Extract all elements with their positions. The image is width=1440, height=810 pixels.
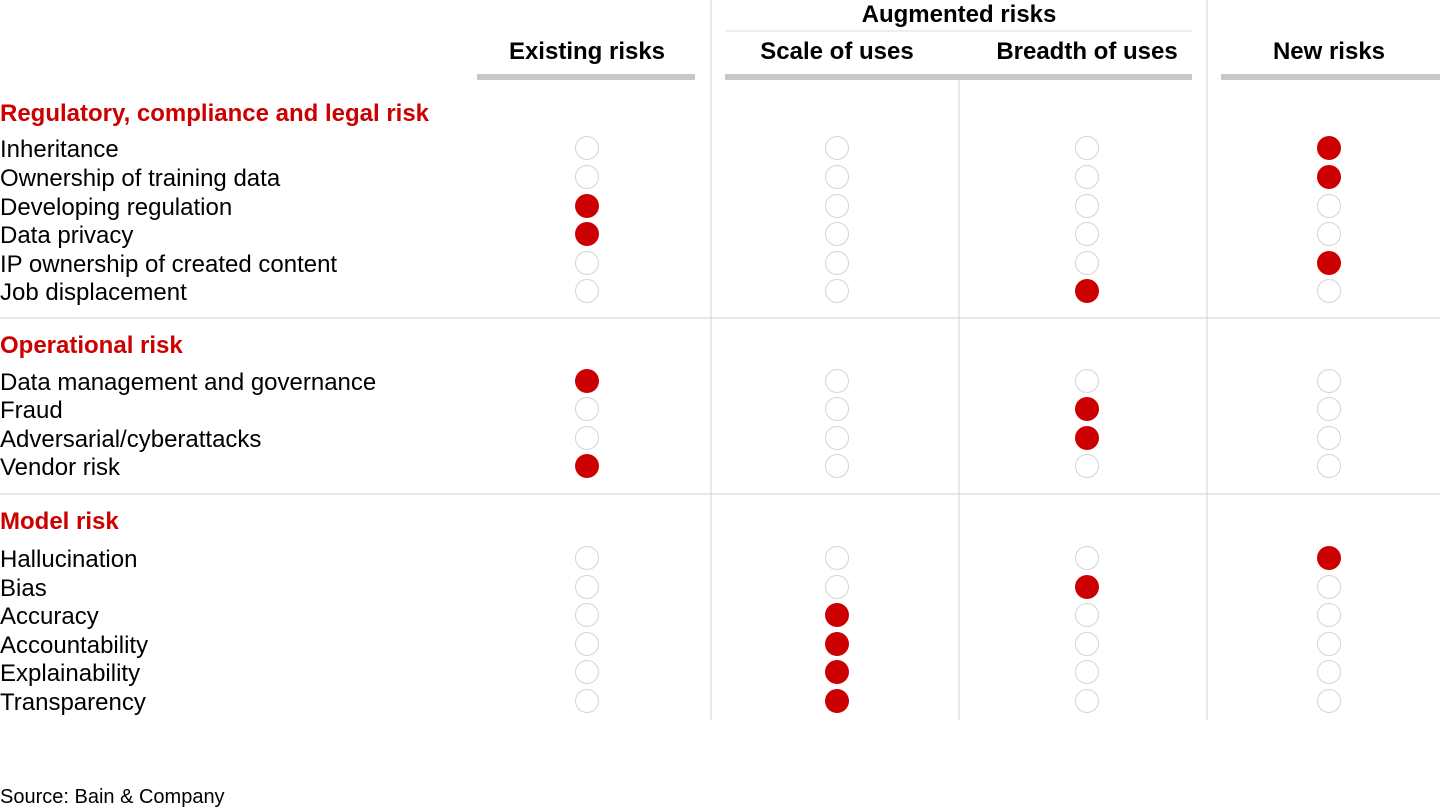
empty-dot <box>1075 632 1099 656</box>
group-header: Augmented risks <box>862 1 1057 28</box>
row-label: Adversarial/cyberattacks <box>0 426 261 453</box>
filled-dot <box>575 222 599 246</box>
empty-dot <box>1317 689 1341 713</box>
column-header-rule <box>959 74 1192 80</box>
empty-dot <box>825 165 849 189</box>
empty-dot <box>575 603 599 627</box>
empty-dot <box>825 251 849 275</box>
filled-dot <box>1075 426 1099 450</box>
empty-dot <box>825 454 849 478</box>
filled-dot <box>825 660 849 684</box>
empty-dot <box>1075 369 1099 393</box>
column-header: Existing risks <box>509 38 665 65</box>
empty-dot <box>575 251 599 275</box>
empty-dot <box>825 279 849 303</box>
empty-dot <box>1075 194 1099 218</box>
column-header-rule <box>725 74 959 80</box>
filled-dot <box>825 603 849 627</box>
empty-dot <box>1317 222 1341 246</box>
empty-dot <box>575 165 599 189</box>
empty-dot <box>825 194 849 218</box>
empty-dot <box>575 660 599 684</box>
empty-dot <box>575 136 599 160</box>
filled-dot <box>825 689 849 713</box>
empty-dot <box>1317 369 1341 393</box>
empty-dot <box>1075 689 1099 713</box>
filled-dot <box>825 632 849 656</box>
empty-dot <box>1075 454 1099 478</box>
filled-dot <box>1075 575 1099 599</box>
section-title: Operational risk <box>0 332 183 359</box>
filled-dot <box>575 454 599 478</box>
filled-dot <box>575 194 599 218</box>
filled-dot <box>1317 546 1341 570</box>
row-label: Accuracy <box>0 603 99 630</box>
source-note: Source: Bain & Company <box>0 786 225 808</box>
empty-dot <box>1317 397 1341 421</box>
empty-dot <box>825 546 849 570</box>
empty-dot <box>1317 603 1341 627</box>
row-label: IP ownership of created content <box>0 251 337 278</box>
empty-dot <box>1317 575 1341 599</box>
filled-dot <box>1075 279 1099 303</box>
column-header: Scale of uses <box>760 38 913 65</box>
empty-dot <box>575 632 599 656</box>
column-header: Breadth of uses <box>996 38 1177 65</box>
row-label: Ownership of training data <box>0 165 281 192</box>
row-label: Data management and governance <box>0 369 376 396</box>
row-label: Hallucination <box>0 546 137 573</box>
section-title: Regulatory, compliance and legal risk <box>0 100 430 127</box>
empty-dot <box>1075 165 1099 189</box>
empty-dot <box>1075 136 1099 160</box>
empty-dot <box>575 426 599 450</box>
empty-dot <box>825 136 849 160</box>
filled-dot <box>1317 136 1341 160</box>
empty-dot <box>575 575 599 599</box>
filled-dot <box>1317 251 1341 275</box>
row-label: Vendor risk <box>0 454 121 481</box>
row-label: Data privacy <box>0 222 133 249</box>
empty-dot <box>825 575 849 599</box>
empty-dot <box>575 279 599 303</box>
filled-dot <box>1075 397 1099 421</box>
filled-dot <box>575 369 599 393</box>
empty-dot <box>1075 546 1099 570</box>
empty-dot <box>1317 194 1341 218</box>
empty-dot <box>1317 279 1341 303</box>
section-title: Model risk <box>0 508 119 535</box>
row-label: Developing regulation <box>0 194 232 221</box>
empty-dot <box>1075 251 1099 275</box>
row-label: Transparency <box>0 689 146 716</box>
row-label: Fraud <box>0 397 63 424</box>
empty-dot <box>825 369 849 393</box>
row-label: Bias <box>0 575 47 602</box>
filled-dot <box>1317 165 1341 189</box>
row-label: Inheritance <box>0 136 119 163</box>
empty-dot <box>575 397 599 421</box>
column-header-rule <box>477 74 695 80</box>
empty-dot <box>825 426 849 450</box>
empty-dot <box>1317 426 1341 450</box>
empty-dot <box>1317 632 1341 656</box>
empty-dot <box>1317 454 1341 478</box>
row-label: Job displacement <box>0 279 187 306</box>
column-header: New risks <box>1273 38 1385 65</box>
empty-dot <box>825 397 849 421</box>
row-label: Accountability <box>0 632 148 659</box>
empty-dot <box>1075 660 1099 684</box>
empty-dot <box>825 222 849 246</box>
empty-dot <box>1075 603 1099 627</box>
empty-dot <box>1317 660 1341 684</box>
empty-dot <box>1075 222 1099 246</box>
empty-dot <box>575 689 599 713</box>
column-header-rule <box>1221 74 1440 80</box>
row-label: Explainability <box>0 660 140 687</box>
empty-dot <box>575 546 599 570</box>
